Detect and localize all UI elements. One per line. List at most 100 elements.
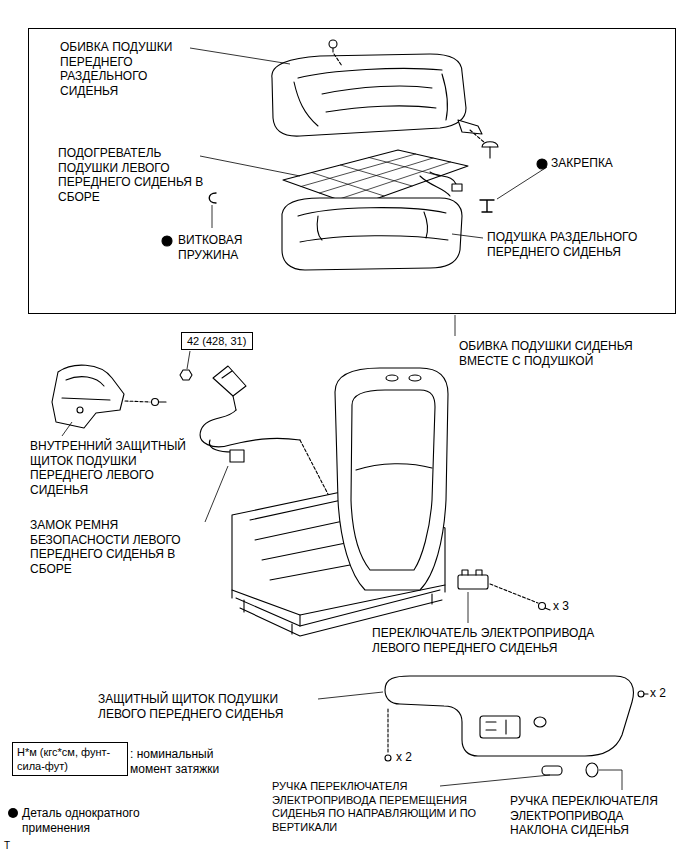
switch-knob	[542, 763, 598, 777]
outer-shield	[644, 693, 648, 694]
quantity: x 2	[650, 686, 666, 701]
coil-spring	[209, 193, 216, 203]
part-name: ПОДУШКА РАЗДЕЛЬНОГО ПЕРЕДНЕГО СИДЕНЬЯ	[487, 230, 639, 259]
leader-lines	[497, 167, 547, 199]
seat-belt-buckle	[222, 371, 232, 378]
power-seat-switch	[462, 570, 482, 575]
leader-lines	[190, 48, 290, 64]
legend-text: : номинальный момент затяжки	[130, 747, 240, 776]
inner-shield	[52, 365, 166, 428]
seat-belt-buckle	[200, 366, 330, 498]
switch-knob	[586, 763, 598, 777]
figure-code: T	[4, 840, 10, 853]
part-name-box: ПЕРЕКЛЮЧАТЕЛЬ ЭЛЕКТРОПРИВОДА ЛЕВОГО ПЕРЕ…	[372, 626, 642, 655]
cushion-pad	[317, 216, 322, 240]
seat-belt-buckle	[233, 396, 236, 410]
node-text: Н*м (кгс*см, фунт-сила-фут)	[17, 745, 123, 773]
inner-shield	[125, 401, 150, 402]
power-seat-switch	[490, 584, 538, 603]
quantity-box: x 3	[553, 599, 569, 614]
leader-lines	[187, 351, 190, 369]
torque-nut	[180, 370, 192, 380]
cover-clip	[334, 54, 342, 66]
part-name-box: ПОДУШКА РАЗДЕЛЬНОГО ПЕРЕДНЕГО СИДЕНЬЯ	[487, 230, 639, 259]
cushion-cover	[272, 54, 482, 136]
legend-text: Деталь однократного применения	[22, 806, 178, 835]
leader-lines	[62, 422, 72, 436]
cushion-pad	[300, 236, 448, 242]
inner-shield	[159, 401, 167, 402]
seat-belt-buckle	[230, 450, 244, 462]
cushion-pad	[282, 198, 462, 270]
part-name-box: ВИТКОВАЯ ПРУЖИНА	[178, 233, 260, 262]
quantity: x 3	[553, 599, 569, 614]
seat-heater	[420, 176, 450, 196]
power-seat-switch	[539, 603, 546, 610]
inner-shield	[66, 377, 104, 386]
figure-code-box: T	[4, 840, 10, 853]
part-name: ЗАМОК РЕМНЯ БЕЗОПАСНОСТИ ЛЕВОГО ПЕРЕДНЕГ…	[30, 518, 205, 576]
seat-back	[356, 464, 432, 470]
cushion-pad	[424, 212, 427, 238]
seat-belt-buckle	[300, 440, 330, 498]
seat-heater	[452, 184, 462, 191]
power-seat-switch	[545, 608, 550, 610]
cushion-cover	[298, 68, 442, 78]
pin-clip	[480, 200, 494, 212]
seat-belt-buckle	[200, 410, 300, 447]
cushion-cover	[294, 82, 318, 126]
torque-nut	[180, 370, 192, 380]
switch-knob	[542, 766, 562, 775]
seat-heater	[430, 172, 456, 184]
outer-shield	[385, 755, 391, 761]
inner-shield	[52, 365, 124, 428]
seat-frame	[232, 585, 445, 626]
outer-shield	[638, 691, 644, 697]
part-name: ОБИВКА ПОДУШКИ ПЕРЕДНЕГО РАЗДЕЛЬНОГО СИД…	[60, 40, 200, 98]
part-name-box: РУЧКА ПЕРЕКЛЮЧАТЕЛЯ ЭЛЕКТРОПРИВОДА НАКЛО…	[510, 794, 680, 838]
cushion-cover	[458, 120, 482, 134]
part-name: ПОДОГРЕВАТЕЛЬ ПОДУШКИ ЛЕВОГО ПЕРЕДНЕГО С…	[58, 146, 208, 204]
quantity: x 2	[396, 750, 412, 765]
seat-back	[386, 375, 398, 381]
part-name: ПЕРЕКЛЮЧАТЕЛЬ ЭЛЕКТРОПРИВОДА ЛЕВОГО ПЕРЕ…	[372, 626, 642, 655]
outer-shield	[480, 716, 520, 738]
torque-legend-box: Н*м (кгс*см, фунт-сила-фут)	[12, 742, 128, 776]
cover-clip	[332, 48, 333, 52]
part-name-box: ЗАЩИТНЫЙ ЩИТОК ПОДУШКИ ЛЕВОГО ПЕРЕДНЕГО …	[98, 692, 310, 721]
leader-lines	[468, 592, 469, 623]
part-name: ВИТКОВАЯ ПРУЖИНА	[178, 233, 260, 262]
part-name: РУЧКА ПЕРЕКЛЮЧАТЕЛЯ ЭЛЕКТРОПРИВОДА НАКЛО…	[510, 794, 680, 838]
coil-spring	[209, 193, 216, 203]
seat-back	[335, 368, 448, 590]
cover-clip	[489, 147, 490, 158]
inner-shield	[77, 407, 83, 413]
power-seat-switch	[458, 575, 488, 589]
cushion-cover	[322, 86, 432, 94]
cover-clip	[329, 40, 337, 48]
part-name-box: ПОДОГРЕВАТЕЛЬ ПОДУШКИ ЛЕВОГО ПЕРЕДНЕГО С…	[58, 146, 208, 204]
leader-lines	[599, 770, 622, 790]
legend-dot	[8, 808, 18, 818]
part-name-box: ВНУТРЕННИЙ ЗАЩИТНЫЙ ЩИТОК ПОДУШКИ ПЕРЕДН…	[30, 439, 195, 497]
seat-belt-buckle	[209, 440, 232, 452]
quantity-box: x 2	[650, 686, 666, 701]
part-name: ВНУТРЕННИЙ ЗАЩИТНЫЙ ЩИТОК ПОДУШКИ ПЕРЕДН…	[30, 439, 195, 497]
outer-shield	[486, 720, 506, 734]
inner-shield	[62, 398, 110, 400]
cushion-cover	[326, 106, 436, 112]
outer-shield	[387, 708, 388, 752]
power-seat-switch	[458, 570, 550, 610]
leader-lines	[200, 156, 300, 176]
cushion-cover	[442, 74, 447, 120]
seat-back	[351, 390, 435, 570]
legend-item: Деталь однократного применения	[8, 806, 178, 835]
seat-back	[335, 368, 448, 590]
outer-shield	[385, 676, 633, 756]
part-name-box: ОБИВКА ПОДУШКИ ПЕРЕДНЕГО РАЗДЕЛЬНОГО СИД…	[60, 40, 200, 98]
seat-heater	[301, 154, 451, 200]
cushion-cover	[272, 54, 466, 136]
